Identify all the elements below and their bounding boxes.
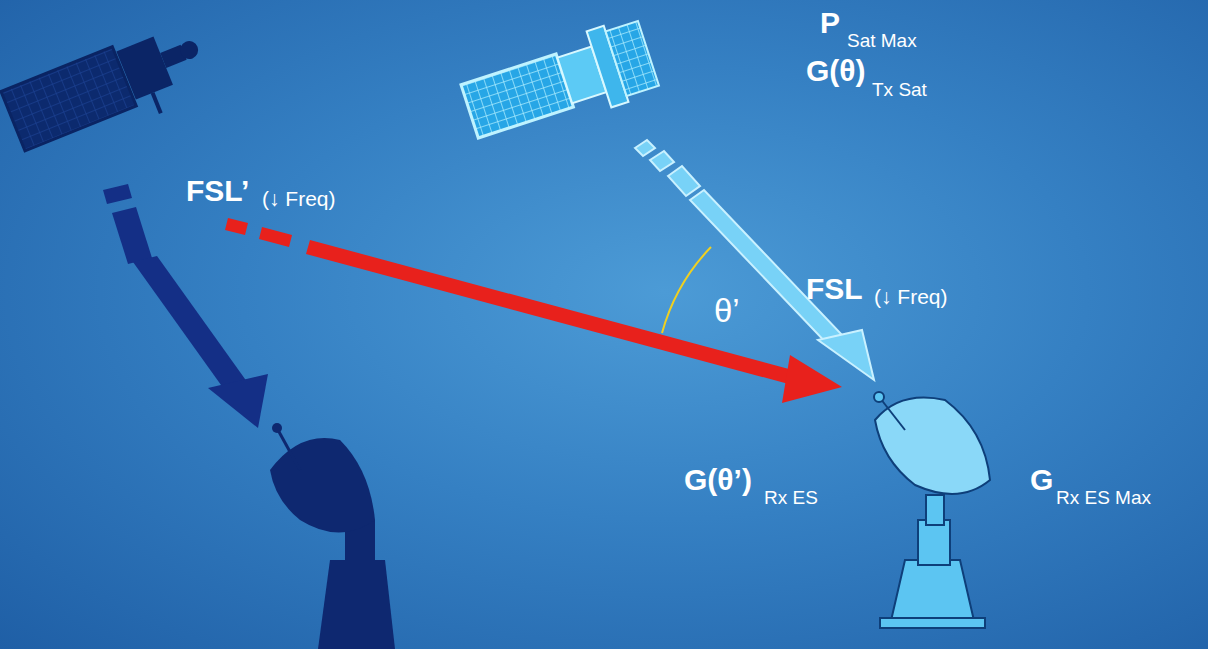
path-loss-note: (↓ Freq) [874,286,948,307]
wanted-earth-station [874,392,990,628]
interfered-earth-station [270,423,395,649]
gain-symbol: G(θ’) [684,465,752,495]
path-loss-symbol: FSL [806,274,863,304]
gain-subscript: Tx Sat [872,80,927,99]
interfering-satellite [1,17,215,166]
gain-symbol: G [1030,465,1053,495]
gain-subscript: Rx ES [764,488,818,507]
interference-path [225,218,842,403]
gain-symbol: G(θ) [806,56,866,86]
angle-label: θ’ [714,294,740,327]
path-loss-note: (↓ Freq) [262,188,336,209]
wanted-satellite [457,15,661,149]
angle-arc [662,247,711,333]
power-subscript: Sat Max [847,31,917,50]
gain-subscript: Rx ES Max [1056,488,1151,507]
interfering-downlink [103,184,268,428]
path-loss-symbol: FSL’ [186,176,249,206]
power-symbol: P [820,8,840,38]
